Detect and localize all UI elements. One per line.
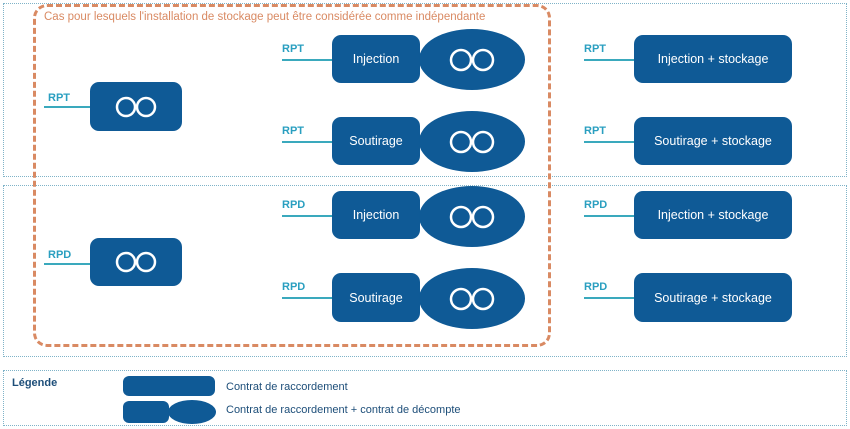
injection-stockage-box-rpt: Injection + stockage — [634, 35, 792, 83]
soutirage-box-rpd: Soutirage — [332, 273, 420, 322]
storage-ellipse-rpd-soutirage — [419, 268, 525, 329]
storage-ellipse-rpt-soutirage — [419, 111, 525, 172]
infinity-icon — [113, 251, 159, 273]
legend-item-contract-decompte: Contrat de raccordement + contrat de déc… — [226, 404, 461, 416]
infinity-icon — [113, 96, 159, 118]
rpt-connector-left — [44, 106, 116, 108]
rpd-section-frame — [3, 185, 847, 357]
infinity-icon — [449, 130, 495, 153]
storage-ellipse-rpt-injection — [419, 29, 525, 90]
infinity-icon — [449, 287, 495, 310]
legend-item-contract: Contrat de raccordement — [226, 381, 348, 393]
rpd-connector-soutirage-stockage — [584, 297, 636, 299]
rpd-connector-injection — [282, 215, 334, 217]
infinity-icon — [449, 48, 495, 71]
rpt-connector-injection — [282, 59, 334, 61]
rpt-connector-soutirage — [282, 141, 334, 143]
rpd-label-left: RPD — [48, 249, 72, 261]
legend-title: Légende — [12, 377, 58, 389]
infinity-icon — [449, 205, 495, 228]
legend-contract-decompte-swatch-ellipse — [168, 400, 216, 424]
legend-contract-decompte-swatch-box — [123, 401, 169, 423]
rpd-connector-injection-stockage — [584, 215, 636, 217]
rpt-label-left: RPT — [48, 92, 70, 104]
independent-storage-title: Cas pour lesquels l'installation de stoc… — [44, 11, 486, 23]
rpt-connector-soutirage-stockage — [584, 141, 636, 143]
rpt-section-frame — [3, 3, 847, 177]
rpd-connector-soutirage — [282, 297, 334, 299]
rpd-label-soutirage-stockage: RPD — [584, 281, 608, 293]
rpt-label-soutirage-stockage: RPT — [584, 125, 606, 137]
rpd-label-injection: RPD — [282, 199, 306, 211]
independent-storage-region — [33, 4, 551, 347]
rpt-label-injection-stockage: RPT — [584, 43, 606, 55]
rpd-label-injection-stockage: RPD — [584, 199, 608, 211]
legend-contract-swatch — [123, 376, 215, 396]
rpd-connector-left — [44, 263, 116, 265]
legend-frame — [3, 370, 847, 426]
rpt-storage-box — [90, 82, 182, 131]
soutirage-stockage-box-rpd: Soutirage + stockage — [634, 273, 792, 322]
rpt-connector-injection-stockage — [584, 59, 636, 61]
injection-box-rpt: Injection — [332, 35, 420, 83]
rpt-label-injection: RPT — [282, 43, 304, 55]
soutirage-box-rpt: Soutirage — [332, 117, 420, 165]
injection-stockage-box-rpd: Injection + stockage — [634, 191, 792, 239]
rpt-label-soutirage: RPT — [282, 125, 304, 137]
storage-ellipse-rpd-injection — [419, 186, 525, 247]
rpd-label-soutirage: RPD — [282, 281, 306, 293]
rpd-storage-box — [90, 238, 182, 286]
injection-box-rpd: Injection — [332, 191, 420, 239]
soutirage-stockage-box-rpt: Soutirage + stockage — [634, 117, 792, 165]
